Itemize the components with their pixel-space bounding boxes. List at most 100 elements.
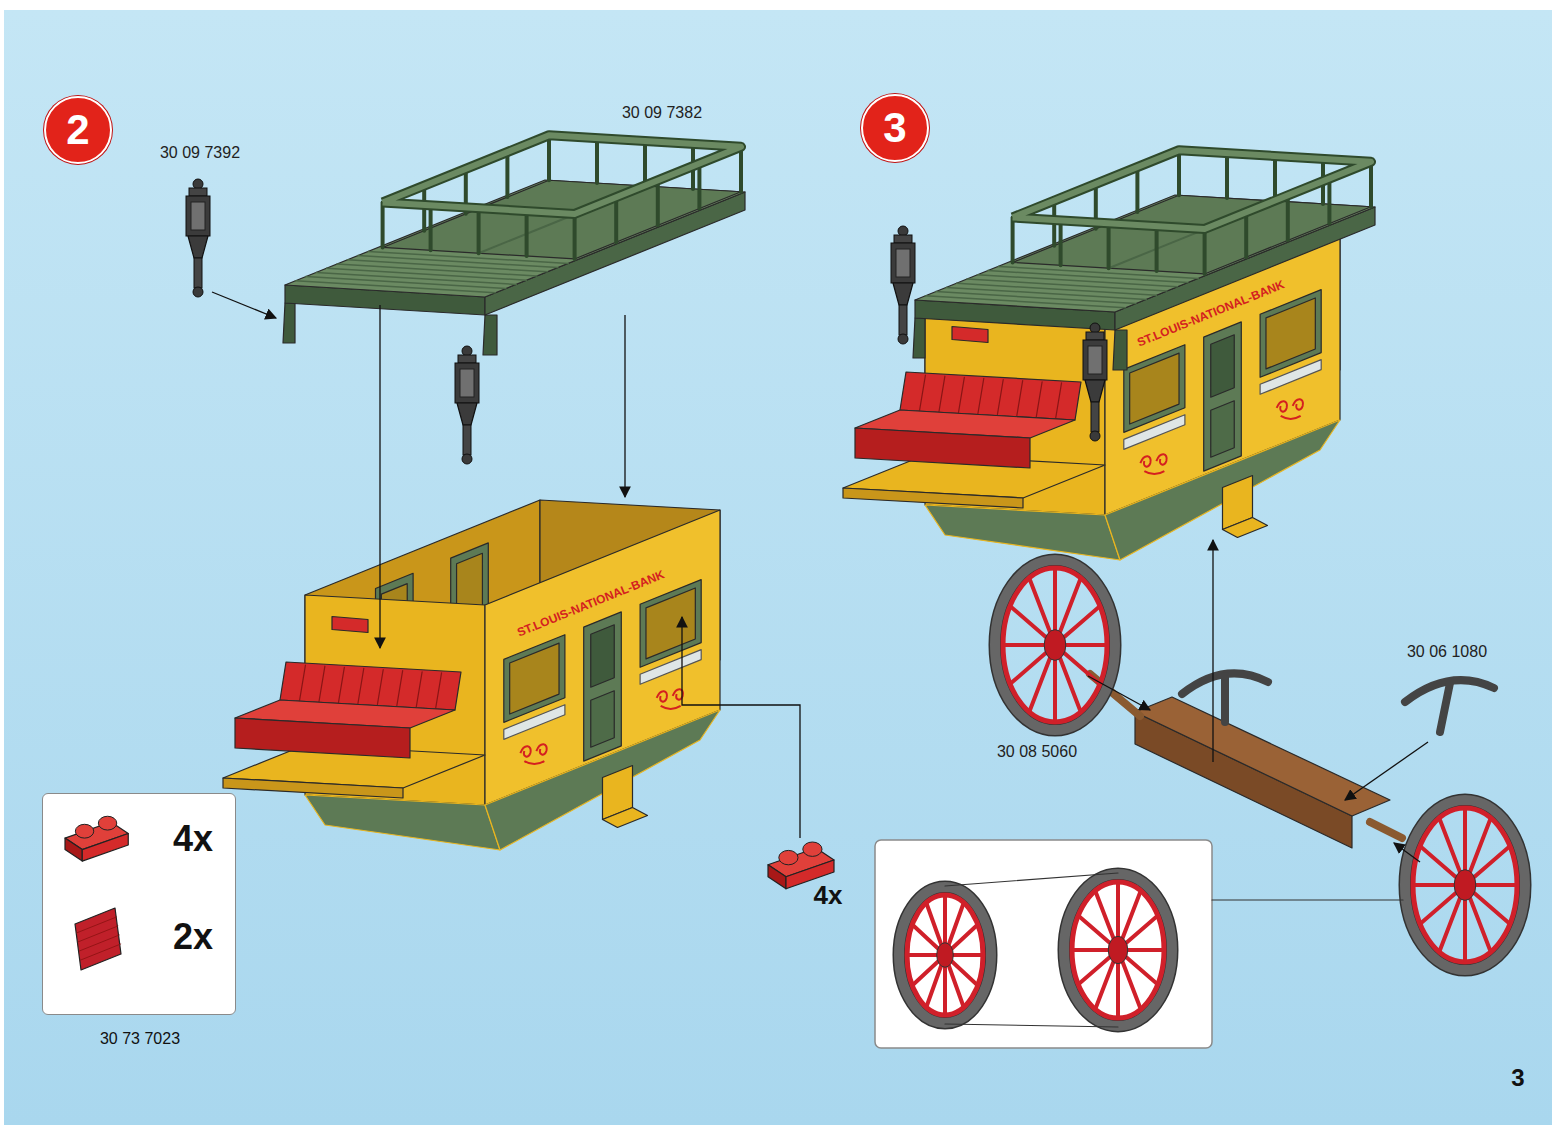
leader-line: [1212, 899, 1403, 900]
lantern-base: [893, 283, 913, 305]
lantern: [891, 226, 915, 344]
silver-plate: [1124, 415, 1185, 450]
lantern-stem: [463, 425, 471, 455]
window-opening: [646, 588, 695, 659]
bench-slat: [1056, 383, 1062, 419]
bench-slat: [1017, 381, 1023, 417]
lantern-body: [891, 243, 915, 283]
step-number-badge: 2: [44, 96, 112, 164]
silver-plate: [640, 650, 701, 685]
rack-post: [1135, 167, 1139, 212]
leader-line: [1345, 742, 1428, 800]
footboard-edge: [843, 488, 1023, 508]
lantern-glass: [460, 369, 474, 397]
lantern-cap: [458, 355, 476, 363]
piece-side: [768, 865, 786, 889]
step-3-illustration: [843, 150, 1525, 1048]
bench-slat: [299, 665, 305, 701]
bench-front: [855, 428, 1030, 468]
part-number: 30 73 7023: [100, 1030, 180, 1048]
ornament: [520, 744, 546, 764]
rack-post: [1155, 226, 1159, 271]
door-panel: [591, 691, 615, 748]
door-window: [1211, 335, 1235, 398]
step-number-badge: 3: [861, 94, 929, 162]
coach-skirt: [305, 795, 500, 850]
lantern-knob: [898, 334, 908, 344]
rack-post: [429, 205, 433, 250]
coach-step: [603, 808, 648, 828]
rack-floor: [383, 180, 741, 259]
rack-rail: [1013, 150, 1371, 229]
rack-post: [547, 135, 551, 180]
lantern-body: [1083, 340, 1107, 380]
lantern-base: [1085, 380, 1105, 402]
parts-inset: 4x2x30 73 7023: [42, 793, 236, 1015]
wheel-rim: [1413, 808, 1517, 962]
piece-stud: [803, 842, 822, 856]
piece-side: [65, 838, 82, 861]
background: [4, 10, 1552, 1125]
wheel-tyre-edge: [1064, 874, 1172, 1026]
door-panel: [1211, 401, 1235, 458]
roof-bracket: [1113, 330, 1127, 370]
rack-post: [505, 152, 509, 197]
rack-post: [1225, 153, 1229, 198]
plate-texture: [78, 926, 118, 942]
lantern-knob: [193, 287, 203, 297]
leader-line: [1394, 843, 1420, 862]
coach-step: [1223, 518, 1268, 538]
wheel-rim: [1003, 568, 1107, 722]
rack-post: [573, 214, 577, 259]
rack-rail: [1013, 150, 1371, 229]
window-opening: [1130, 353, 1179, 424]
bench-slat: [1036, 382, 1042, 418]
roof-rack: [913, 150, 1375, 370]
lantern-knob: [462, 454, 472, 464]
bench-front: [235, 718, 410, 758]
plate-texture: [81, 944, 121, 960]
quantity: 2x: [173, 917, 213, 957]
bench-slat: [978, 378, 984, 414]
part-number: 30 06 1080: [1407, 643, 1487, 661]
wheel: [995, 560, 1115, 730]
rack-post: [1369, 162, 1373, 207]
axle-top: [1135, 697, 1390, 816]
rack-post: [1059, 220, 1063, 265]
lantern-glass: [191, 202, 205, 230]
red-clip: [952, 327, 988, 343]
leader-line: [212, 292, 276, 318]
rack-post: [595, 138, 599, 183]
lantern-base: [457, 403, 477, 425]
wheel-rim: [1072, 882, 1164, 1018]
wheel-tyre: [995, 560, 1115, 730]
bench-slat: [358, 668, 364, 704]
leader-line: [379, 305, 380, 648]
coach-skirt: [925, 505, 1120, 560]
rack-rail: [383, 135, 741, 214]
bench-slat: [377, 670, 383, 706]
bench-slat: [436, 673, 442, 709]
lantern: [186, 179, 210, 297]
plate-piece: [75, 908, 121, 970]
footboard-edge: [223, 778, 403, 798]
lantern-body: [186, 196, 210, 236]
lantern: [455, 346, 479, 464]
wheel-tyre-edge: [899, 887, 991, 1023]
step-2-illustration: [186, 135, 834, 889]
rack-post: [381, 202, 385, 247]
lantern: [1083, 323, 1107, 441]
bench-slat: [919, 375, 925, 411]
lantern-knob: [1090, 431, 1100, 441]
rack-post: [697, 164, 701, 209]
ornament: [657, 689, 683, 709]
axle-stub: [1370, 822, 1402, 838]
quantity: 4x: [173, 819, 213, 859]
wheel-hub: [1044, 630, 1066, 661]
red-clip: [332, 617, 368, 633]
piece-stud: [779, 850, 798, 864]
wheel-tyre: [899, 887, 991, 1023]
rack-floor: [1013, 195, 1371, 274]
rack-post: [643, 141, 647, 186]
wheel-tyre: [1064, 874, 1172, 1026]
